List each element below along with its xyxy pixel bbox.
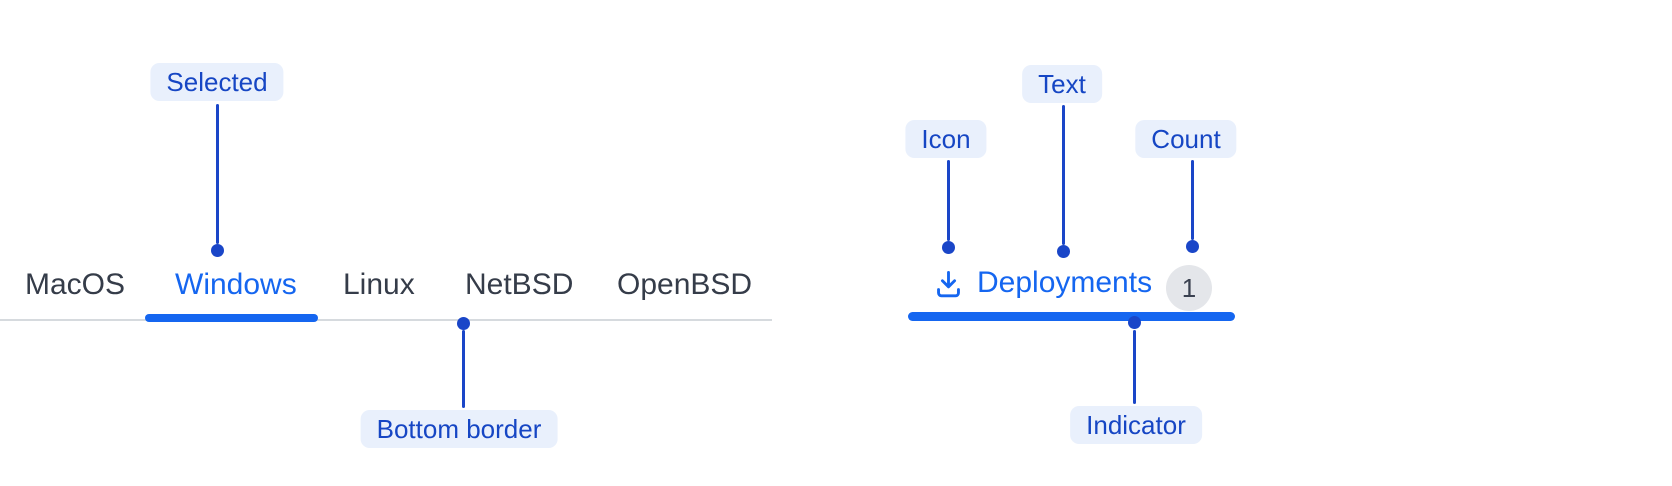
count-annotation-line — [1191, 160, 1194, 240]
tab-deployments-label: Deployments — [977, 266, 1153, 299]
icon-annotation-label: Icon — [905, 120, 987, 158]
text-annotation-line — [1062, 105, 1065, 245]
text-annotation-dot — [1057, 245, 1070, 258]
bottom-border-annotation-dot — [457, 317, 470, 330]
icon-annotation-line — [947, 160, 950, 241]
indicator-annotation-line — [1133, 330, 1136, 404]
selected-annotation-label: Selected — [150, 63, 284, 101]
tabs-bottom-border — [0, 319, 772, 321]
bottom-border-annotation-label: Bottom border — [360, 410, 558, 448]
selected-annotation-line — [216, 104, 219, 244]
tab-windows[interactable]: Windows — [175, 268, 297, 301]
bottom-border-annotation-line — [462, 330, 465, 408]
indicator-annotation-dot — [1128, 316, 1141, 329]
tab-count-badge: 1 — [1166, 265, 1212, 311]
tab-deployments[interactable]: Deployments 1 — [933, 262, 1223, 312]
tab-openbsd[interactable]: OpenBSD — [617, 268, 753, 301]
tab-netbsd[interactable]: NetBSD — [465, 268, 574, 301]
tab-linux[interactable]: Linux — [343, 268, 415, 301]
count-annotation-dot — [1186, 240, 1199, 253]
indicator-annotation-label: Indicator — [1070, 406, 1202, 444]
tab-indicator — [908, 312, 1235, 321]
text-annotation-label: Text — [1022, 65, 1102, 103]
selected-tab-underline — [145, 314, 318, 322]
tab-macos[interactable]: MacOS — [25, 268, 126, 301]
selected-annotation-dot — [211, 244, 224, 257]
icon-annotation-dot — [942, 241, 955, 254]
count-annotation-label: Count — [1135, 120, 1237, 158]
download-icon — [933, 268, 964, 299]
